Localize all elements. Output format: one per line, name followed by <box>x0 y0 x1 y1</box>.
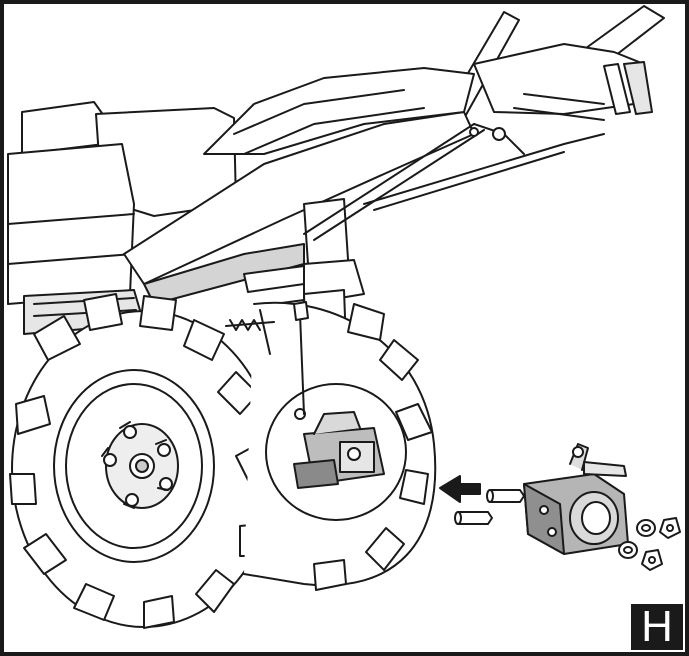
spring-linkage <box>225 309 275 355</box>
step-label-badge: H <box>631 604 683 650</box>
arrow-left-icon <box>439 475 481 503</box>
wheel-left <box>9 293 277 629</box>
control-rods <box>303 123 605 241</box>
main-frame <box>123 67 475 407</box>
pin-set <box>454 489 525 525</box>
handlebar <box>443 5 665 123</box>
coupling-part <box>523 443 629 555</box>
washers-and-nuts <box>618 517 681 571</box>
tiller-illustration <box>7 5 681 629</box>
detail-circle <box>265 301 407 521</box>
